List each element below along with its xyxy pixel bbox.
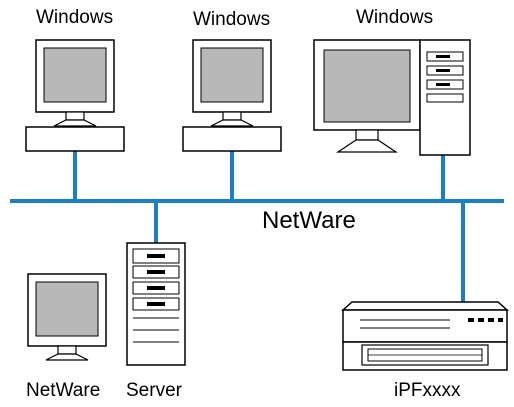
printer-label: iPFxxxx — [394, 380, 461, 401]
windows-label-3: Windows — [356, 7, 434, 28]
printer-icon — [341, 301, 509, 371]
server-icon — [126, 242, 186, 366]
server-label: Server — [126, 380, 182, 401]
windows-tower-pc-icon — [313, 39, 471, 156]
network-bus — [10, 150, 504, 302]
netware-client-label: NetWare — [26, 380, 101, 401]
windows-label-2: Windows — [193, 9, 271, 30]
windows-pc-1-icon — [25, 39, 125, 152]
network-label: NetWare — [262, 207, 356, 234]
netware-client-pc-icon — [27, 273, 107, 361]
windows-label-1: Windows — [36, 7, 114, 28]
windows-pc-2-icon — [182, 39, 282, 152]
